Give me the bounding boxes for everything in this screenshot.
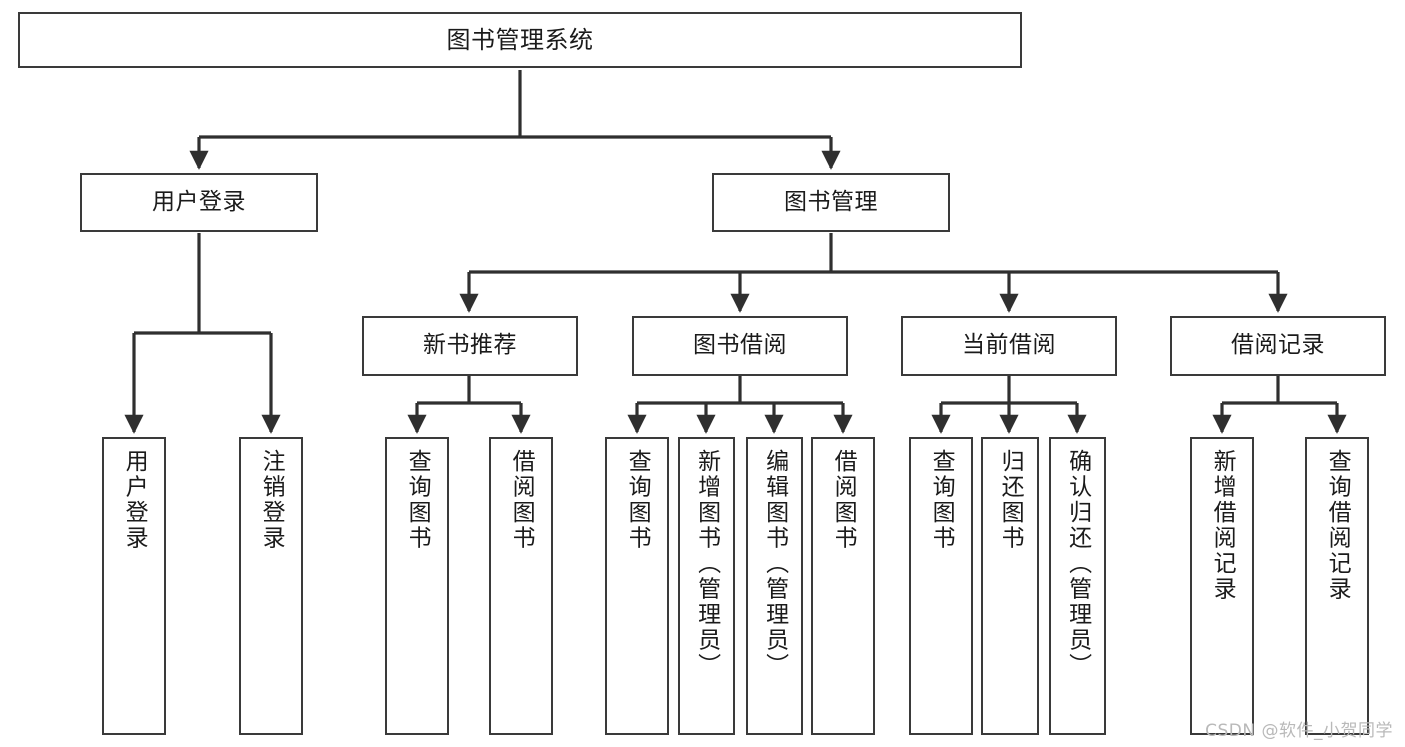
node-root[interactable]: 图书管理系统 [18,12,1022,68]
node-current-borrow[interactable]: 当前借阅 [901,316,1117,376]
leaf-query-book-2-label: 查询图书 [624,449,651,551]
leaf-add-record-label: 新增借阅记录 [1209,449,1236,602]
node-root-label: 图书管理系统 [446,25,594,54]
leaf-query-book-2[interactable]: 查询图书 [605,437,669,735]
leaf-edit-book-label: 编辑图书（管理员） [761,449,788,679]
leaf-query-record-label: 查询借阅记录 [1324,449,1351,602]
node-book-borrow[interactable]: 图书借阅 [632,316,848,376]
leaf-user-login-label: 用户登录 [121,449,148,551]
node-new-book-rec-label: 新书推荐 [423,332,517,359]
leaf-logout-label: 注销登录 [258,449,285,551]
leaf-return-book[interactable]: 归还图书 [981,437,1039,735]
leaf-query-record[interactable]: 查询借阅记录 [1305,437,1369,735]
leaf-add-book[interactable]: 新增图书（管理员） [678,437,735,735]
node-borrow-record[interactable]: 借阅记录 [1170,316,1386,376]
leaf-user-login[interactable]: 用户登录 [102,437,166,735]
leaf-add-record[interactable]: 新增借阅记录 [1190,437,1254,735]
leaf-add-book-label: 新增图书（管理员） [693,449,720,679]
node-user-login-label: 用户登录 [152,188,246,215]
leaf-query-book-3[interactable]: 查询图书 [909,437,973,735]
leaf-query-book-1-label: 查询图书 [404,449,431,551]
node-user-login[interactable]: 用户登录 [80,173,318,232]
node-borrow-record-label: 借阅记录 [1231,332,1325,359]
leaf-edit-book[interactable]: 编辑图书（管理员） [746,437,803,735]
leaf-borrow-book-2[interactable]: 借阅图书 [811,437,875,735]
leaf-confirm-return-label: 确认归还（管理员） [1064,449,1091,679]
leaf-query-book-1[interactable]: 查询图书 [385,437,449,735]
leaf-borrow-book-1-label: 借阅图书 [508,449,535,551]
leaf-return-book-label: 归还图书 [997,449,1024,551]
node-new-book-rec[interactable]: 新书推荐 [362,316,578,376]
leaf-borrow-book-2-label: 借阅图书 [830,449,857,551]
leaf-query-book-3-label: 查询图书 [928,449,955,551]
leaf-borrow-book-1[interactable]: 借阅图书 [489,437,553,735]
leaf-logout[interactable]: 注销登录 [239,437,303,735]
node-book-manage-label: 图书管理 [784,188,878,215]
node-book-manage[interactable]: 图书管理 [712,173,950,232]
leaf-confirm-return[interactable]: 确认归还（管理员） [1049,437,1106,735]
node-current-borrow-label: 当前借阅 [962,332,1056,359]
node-book-borrow-label: 图书借阅 [693,332,787,359]
